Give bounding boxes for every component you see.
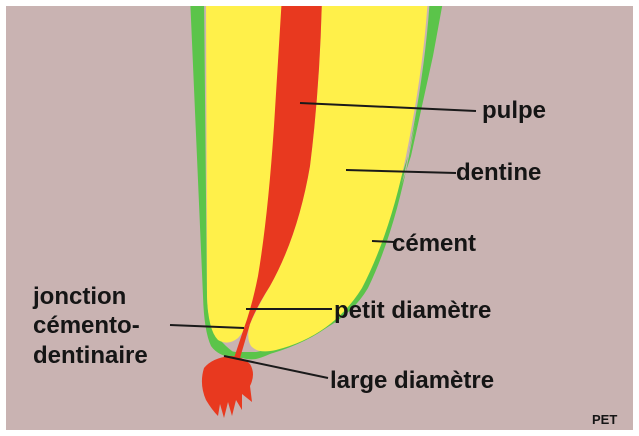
leader-cement (372, 241, 394, 242)
label-pulpe: pulpe (482, 97, 546, 124)
diagram-panel: pulpe dentine cément jonction cémento- d… (6, 6, 633, 430)
label-large-diametre: large diamètre (330, 367, 494, 394)
label-cement: cément (392, 230, 476, 257)
label-jonction-1: jonction (32, 283, 126, 310)
apical-tissue (202, 356, 253, 418)
label-petit-diametre: petit diamètre (334, 297, 491, 324)
tooth-root-diagram: pulpe dentine cément jonction cémento- d… (6, 6, 633, 430)
label-dentine: dentine (456, 159, 541, 186)
label-jonction-3: dentinaire (33, 342, 148, 369)
credit-text: PET (592, 412, 617, 427)
label-jonction-2: cémento- (33, 312, 140, 339)
